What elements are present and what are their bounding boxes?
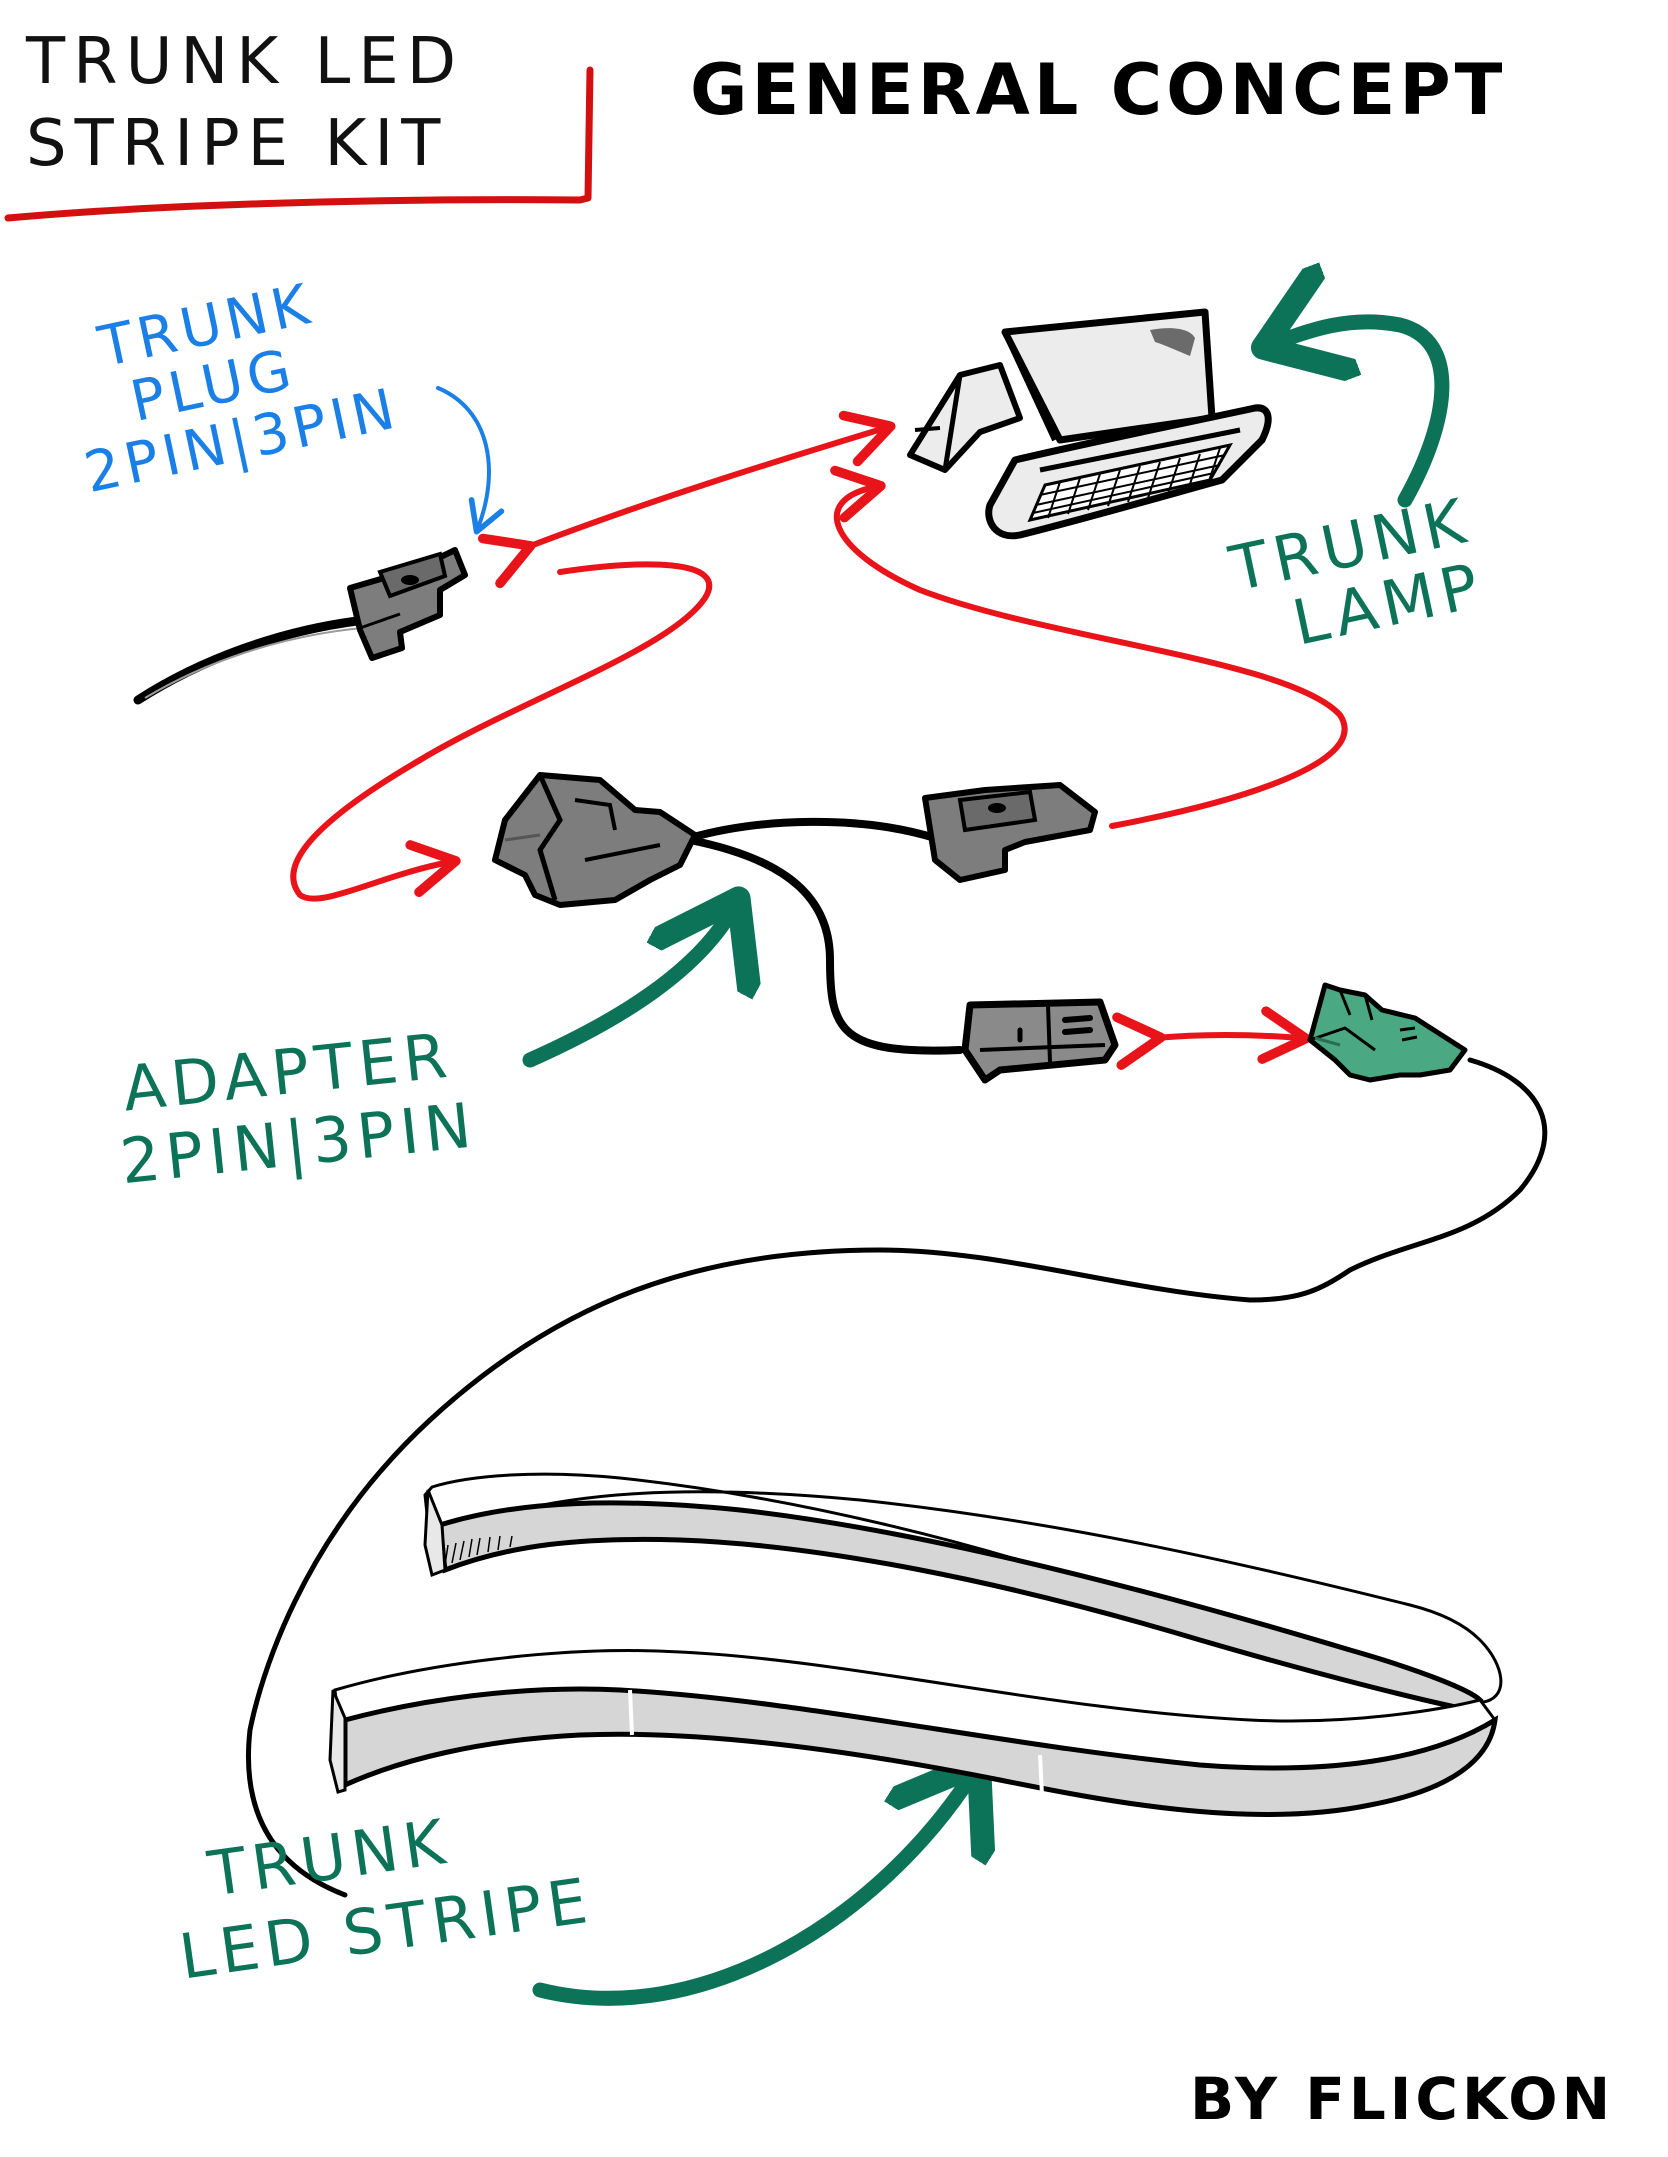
lamp-lens-grid (1027, 442, 1233, 523)
adapter-wire-to-plug (686, 817, 939, 842)
kit-title-line1: TRUNK LED (26, 25, 464, 99)
arrow-trunk-lamp-label (1270, 322, 1450, 508)
arrow-adapter-label (522, 905, 735, 1068)
adapter-wire-to-socket (686, 836, 964, 1055)
trunk-plug-connector (347, 547, 468, 661)
led-stripe (328, 1472, 1503, 1817)
stripe-green-connector (1307, 982, 1468, 1083)
arrow-plug-to-lamp (477, 410, 896, 589)
kit-title: TRUNK LED STRIPE KIT (26, 30, 464, 176)
arrow-plug-to-adapter (290, 561, 713, 902)
adapter-y-connector (492, 772, 698, 908)
trunk-plug-wire (133, 615, 370, 705)
adapter-trunk-side-plug (922, 782, 1098, 883)
arrow-adapter-to-lamp (830, 465, 1348, 829)
stripe-wire (246, 1057, 1548, 1898)
title-underline (4, 66, 594, 222)
adapter-stripe-socket (961, 998, 1119, 1084)
author-credit: BY FLICKON (1190, 2065, 1615, 2133)
arrow-led-stripe-label (532, 1770, 975, 2006)
arrow-socket-to-stripe-connector (1112, 1006, 1311, 1070)
trunk-lamp (907, 308, 1272, 540)
arrow-trunk-plug-label (436, 386, 505, 535)
concept-title: GENERAL CONCEPT (690, 49, 1507, 131)
kit-title-line2: STRIPE KIT (26, 107, 449, 181)
